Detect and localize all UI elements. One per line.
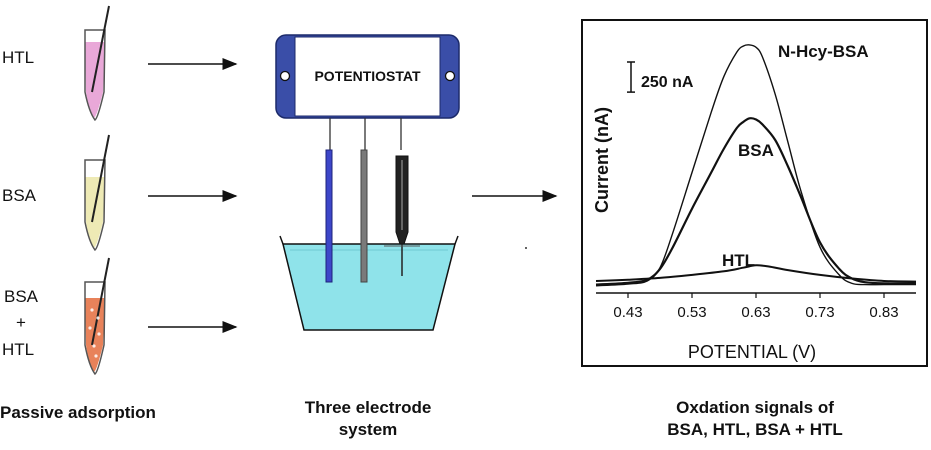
stray-dot <box>525 247 527 249</box>
terminal-right-icon <box>444 70 456 82</box>
terminal-left-icon <box>279 70 291 82</box>
caption-oxidation-2: BSA, HTL, BSA + HTL <box>667 420 843 439</box>
beaker-icon <box>279 235 459 331</box>
tube-bsa-htl-icon <box>84 257 110 376</box>
chart-ylabel: Current (nA) <box>592 107 612 213</box>
caption-passive-adsorption: Passive adsorption <box>0 403 156 422</box>
series-line-2 <box>595 264 917 283</box>
potentiostat-label: POTENTIOSTAT <box>314 68 420 84</box>
x-tick-label: 0.43 <box>613 304 642 321</box>
x-tick-label: 0.83 <box>869 304 898 321</box>
series-label-nhcy-bsa: N-Hcy-BSA <box>778 42 869 61</box>
chart-xlabel: POTENTIAL (V) <box>688 342 816 362</box>
chart-plot: 0.43 0.53 0.63 0.73 0.83 <box>595 44 917 321</box>
chart-frame <box>581 19 928 367</box>
sample-label-mix-3: HTL <box>2 340 35 359</box>
caption-three-electrode-2: system <box>338 420 398 439</box>
reference-electrode-icon <box>360 149 368 283</box>
working-electrode-icon <box>325 149 333 283</box>
scale-bar: 250 nA <box>627 61 694 93</box>
series-line-0 <box>595 44 916 287</box>
scale-bar-label: 250 nA <box>641 74 694 91</box>
x-tick-label: 0.73 <box>805 304 834 321</box>
x-tick-label: 0.53 <box>677 304 706 321</box>
counter-electrode-pen-icon <box>384 155 420 276</box>
potentiostat-device: POTENTIOSTAT <box>275 34 460 119</box>
sample-label-htl: HTL <box>2 48 35 67</box>
tube-htl-icon <box>84 5 110 122</box>
tube-bsa-icon <box>84 134 110 252</box>
sample-label-mix-2: + <box>16 313 26 332</box>
caption-oxidation-1: Oxdation signals of <box>676 398 834 417</box>
sample-label-mix-1: BSA <box>4 287 39 306</box>
series-line-1 <box>595 117 917 286</box>
caption-three-electrode-1: Three electrode <box>304 398 432 417</box>
series-label-htl: HTL <box>722 251 755 270</box>
series-label-bsa: BSA <box>738 141 774 160</box>
sample-label-bsa: BSA <box>2 186 37 205</box>
x-tick-label: 0.63 <box>741 304 770 321</box>
